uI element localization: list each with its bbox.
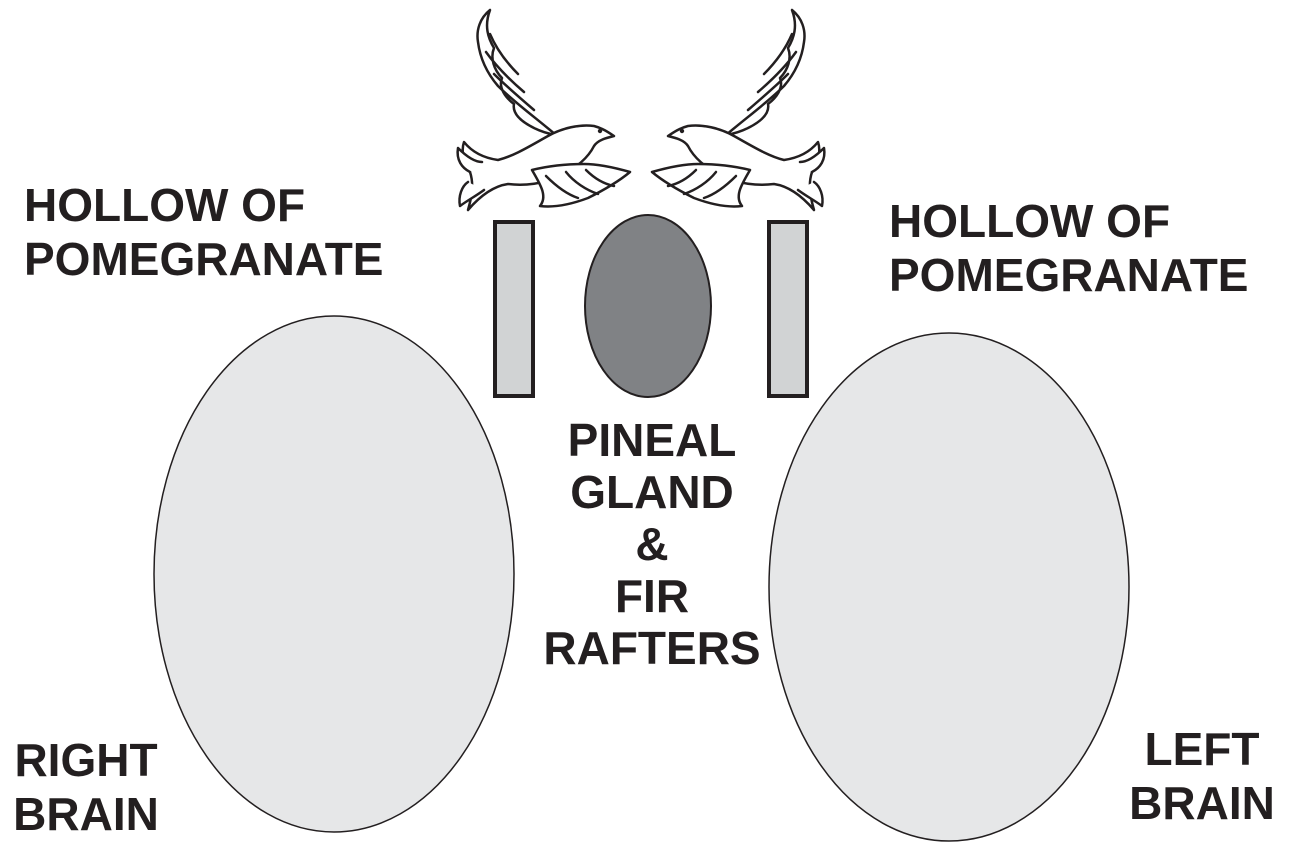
right-brain-oval (154, 316, 514, 832)
hollow-of-pomegranate-right-label: HOLLOW OF POMEGRANATE (889, 194, 1249, 302)
pineal-gland-oval (585, 215, 711, 397)
right-brain-line1: RIGHT (0, 733, 172, 787)
left-brain-oval (769, 333, 1129, 841)
right-brain-label: RIGHT BRAIN (0, 733, 172, 841)
pineal-line2: GLAND (532, 466, 772, 518)
hollow-of-pomegranate-left-label: HOLLOW OF POMEGRANATE (24, 178, 384, 286)
pineal-line3: & (532, 518, 772, 570)
pineal-line4: FIR (532, 570, 772, 622)
left-dove-icon (458, 10, 630, 210)
left-pillar (495, 222, 533, 396)
hollow-right-line2: POMEGRANATE (889, 248, 1249, 302)
left-brain-line1: LEFT (1122, 722, 1282, 776)
left-brain-line2: BRAIN (1122, 776, 1282, 830)
hollow-left-line2: POMEGRANATE (24, 232, 384, 286)
pineal-line1: PINEAL (532, 414, 772, 466)
pineal-line5: RAFTERS (532, 622, 772, 674)
hollow-left-line1: HOLLOW OF (24, 178, 384, 232)
right-dove-icon (652, 10, 824, 210)
right-pillar (769, 222, 807, 396)
hollow-right-line1: HOLLOW OF (889, 194, 1249, 248)
pineal-gland-label: PINEAL GLAND & FIR RAFTERS (532, 414, 772, 674)
left-brain-label: LEFT BRAIN (1122, 722, 1282, 830)
right-brain-line2: BRAIN (0, 787, 172, 841)
